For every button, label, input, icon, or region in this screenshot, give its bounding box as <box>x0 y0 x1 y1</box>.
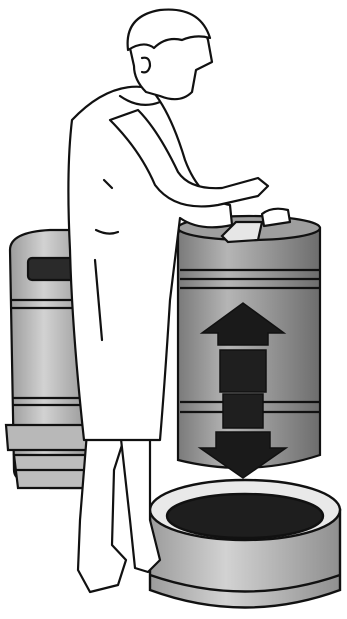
bin-base-ring <box>150 480 340 608</box>
